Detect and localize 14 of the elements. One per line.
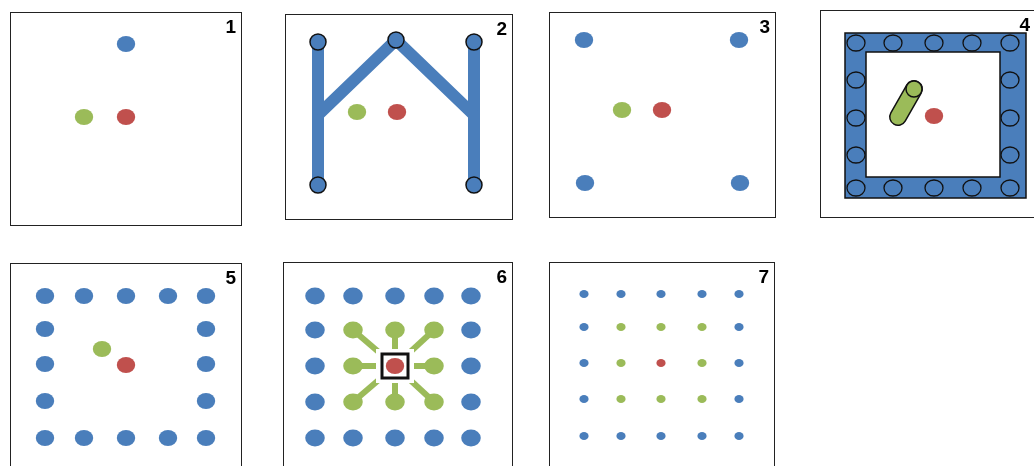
diagram-panel <box>10 12 242 226</box>
diagram-panel <box>285 14 513 220</box>
panel-number: 4 <box>1019 15 1030 35</box>
diagram-panel <box>820 10 1034 218</box>
panel-number: 1 <box>225 17 236 37</box>
panel-number: 3 <box>759 17 770 37</box>
diagram-panel <box>283 262 513 466</box>
panel-number: 5 <box>225 268 236 288</box>
panel-number: 7 <box>758 267 769 287</box>
panel-number: 6 <box>496 267 507 287</box>
panel-number: 2 <box>496 19 507 39</box>
diagram-panel <box>549 12 776 218</box>
diagram-panel <box>549 262 775 466</box>
diagram-panel <box>10 263 242 466</box>
